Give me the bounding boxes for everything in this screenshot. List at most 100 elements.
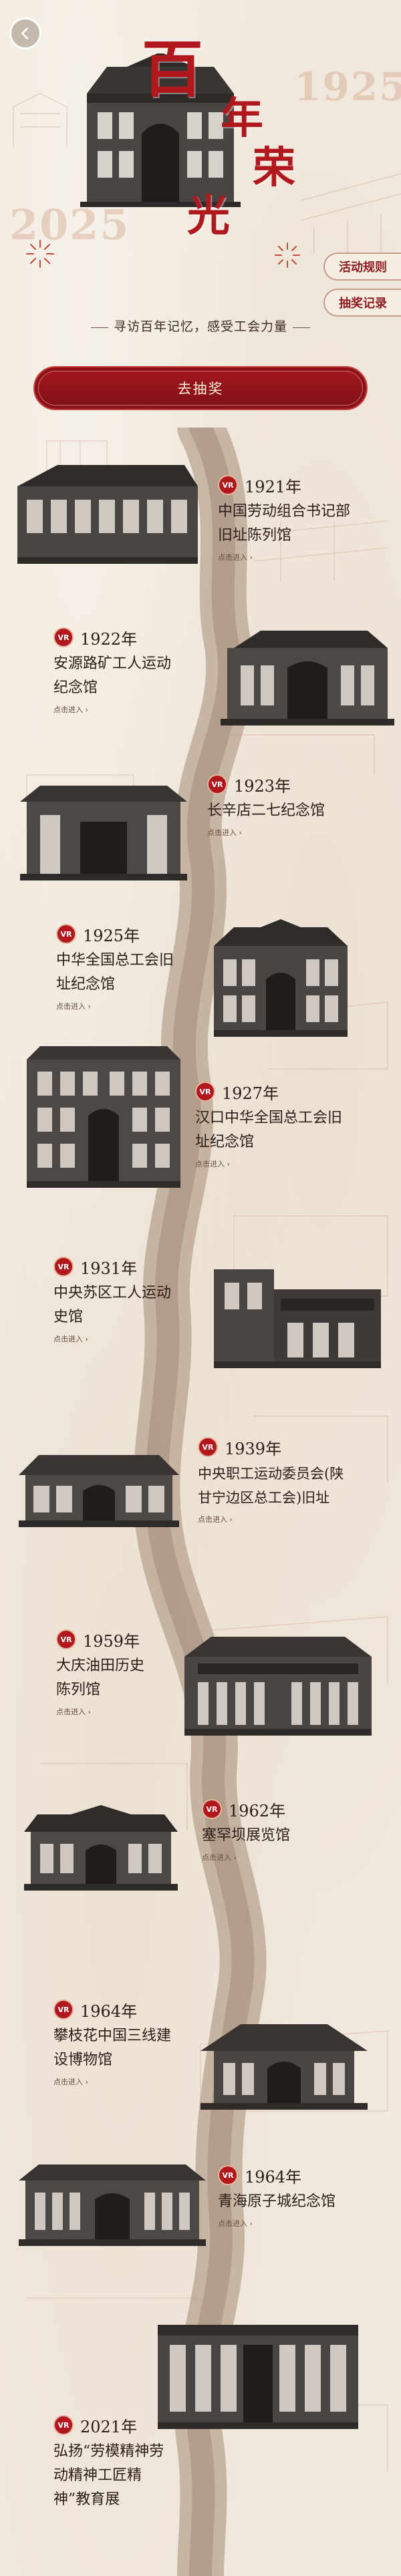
vr-badge[interactable]: VR (53, 1999, 74, 2020)
tagline-dash-right (293, 327, 310, 328)
entry-year: 1921年 (245, 477, 302, 496)
entry-title: 大庆油田历史 陈列馆 (56, 1654, 144, 1702)
entry-title-line: 塞罕坝展览馆 (202, 1827, 291, 1844)
chevron-right-icon: › (227, 1160, 230, 1168)
go-draw-button[interactable]: 去抽奖 (33, 366, 368, 410)
timeline-entry-1964-panzhihua[interactable]: VR 1964年 攀枝花中国三线建 设博物馆 点击进入 › (53, 1997, 171, 2087)
entry-title: 中央职工运动委员会(陕 甘宁边区总工会)旧址 (198, 1462, 344, 1510)
entry-year: 1939年 (225, 1439, 282, 1458)
vr-badge[interactable]: VR (218, 2165, 238, 2185)
entry-title-line: 旧址陈列馆 (218, 527, 292, 544)
tagline-dash-left (90, 327, 108, 328)
timeline-entry-2021[interactable]: VR 2021年 弘扬“劳模精神劳 动精神工匠精 神”教育展 (53, 2413, 164, 2512)
timeline-entry-1931[interactable]: VR 1931年 中央苏区工人运动 史馆 点击进入 › (53, 1255, 171, 1344)
timeline-entry-1922[interactable]: VR 1922年 安源路矿工人运动 纪念馆 点击进入 › (53, 625, 171, 715)
enter-link-label: 点击进入 (53, 1335, 83, 1343)
building-illustration-1939 (19, 1455, 179, 1527)
entry-header: VR 1962年 (202, 1797, 290, 1821)
timeline-entry-1927[interactable]: VR 1927年 汉口中华全国总工会旧 址纪念馆 点击进入 › (195, 1080, 342, 1169)
header-sketch-lines (13, 93, 401, 254)
entry-title-line: 动精神工匠精 (53, 2467, 142, 2484)
hero-title-char-3: 荣 (253, 143, 295, 193)
chevron-right-icon: › (88, 1002, 91, 1011)
enter-link-label: 点击进入 (218, 553, 247, 562)
vr-badge[interactable]: VR (202, 1799, 222, 1819)
entry-title: 安源路矿工人运动 纪念馆 (53, 652, 171, 700)
entry-header: VR 1964年 (218, 2163, 336, 2187)
enter-link[interactable]: 点击进入 › (53, 1333, 88, 1344)
building-illustration-1964-qinghai (19, 2164, 206, 2246)
enter-link[interactable]: 点击进入 › (53, 2076, 88, 2087)
chevron-right-icon: › (85, 1335, 88, 1343)
firework-decoration (26, 240, 54, 268)
enter-link[interactable]: 点击进入 › (56, 1001, 91, 1011)
enter-link[interactable]: 点击进入 › (56, 1706, 91, 1717)
vr-badge[interactable]: VR (207, 774, 227, 794)
timeline-entry-1923[interactable]: VR 1923年 长辛店二七纪念馆 点击进入 › (207, 772, 325, 838)
enter-link[interactable]: 点击进入 › (218, 2218, 253, 2229)
hero-title-char-2: 年 (221, 94, 263, 144)
enter-link[interactable]: 点击进入 › (195, 1158, 230, 1169)
entry-title-line: 安源路矿工人运动 (53, 655, 172, 672)
vr-badge[interactable]: VR (56, 1629, 76, 1649)
enter-link[interactable]: 点击进入 › (198, 1514, 233, 1524)
entry-header: VR 1964年 (53, 1997, 171, 2022)
enter-link[interactable]: 点击进入 › (202, 1852, 237, 1863)
vr-badge[interactable]: VR (53, 1257, 74, 1277)
entry-title-line: 弘扬“劳模精神劳 (53, 2443, 164, 2460)
entry-title-line: 史馆 (53, 1309, 84, 1325)
entry-title-line: 甘宁边区总工会)旧址 (198, 1490, 330, 1506)
entry-title-line: 纪念馆 (53, 679, 98, 696)
hero-title-char-1: 百 (142, 33, 204, 106)
vr-badge[interactable]: VR (56, 924, 76, 944)
entry-title-line: 神”教育展 (53, 2491, 120, 2508)
entry-header: VR 1925年 (56, 922, 174, 946)
vr-badge[interactable]: VR (218, 475, 238, 495)
entry-header: VR 1923年 (207, 772, 325, 796)
enter-link-label: 点击进入 (56, 1002, 86, 1011)
entry-title-line: 址纪念馆 (56, 976, 116, 993)
entry-year: 1925年 (83, 926, 140, 945)
vr-badge[interactable]: VR (53, 2415, 74, 2435)
building-illustration-1962 (24, 1805, 178, 1891)
building-illustration-1931 (214, 1269, 381, 1368)
entry-title-line: 中央职工运动委员会(陕 (198, 1466, 344, 1482)
entry-title: 中国劳动组合书记部 旧址陈列馆 (218, 500, 350, 548)
back-button[interactable] (9, 17, 41, 49)
ghost-year-left: 2025 (9, 200, 130, 249)
building-illustration-1922 (221, 631, 394, 726)
timeline-entry-1962[interactable]: VR 1962年 塞罕坝展览馆 点击进入 › (202, 1797, 290, 1863)
timeline-path (133, 428, 267, 2576)
activity-rules-button[interactable]: 活动规则 (323, 253, 401, 281)
timeline-entry-1939[interactable]: VR 1939年 中央职工运动委员会(陕 甘宁边区总工会)旧址 点击进入 › (198, 1435, 344, 1524)
entry-year: 1927年 (222, 1084, 279, 1103)
enter-link[interactable]: 点击进入 › (207, 827, 242, 838)
building-illustration-1964-panzhihua (200, 2024, 368, 2110)
draw-records-button[interactable]: 抽奖记录 (323, 289, 401, 317)
timeline-entry-1959[interactable]: VR 1959年 大庆油田历史 陈列馆 点击进入 › (56, 1627, 144, 1717)
entry-title: 青海原子城纪念馆 (218, 2190, 336, 2214)
building-illustration-1923 (20, 786, 187, 880)
timeline-entry-1925[interactable]: VR 1925年 中华全国总工会旧 址纪念馆 点击进入 › (56, 922, 174, 1011)
chevron-right-icon: › (233, 1853, 237, 1862)
vr-badge[interactable]: VR (198, 1437, 218, 1457)
chevron-right-icon: › (249, 553, 253, 562)
enter-link-label: 点击进入 (218, 2219, 247, 2228)
timeline-entry-1921[interactable]: VR 1921年 中国劳动组合书记部 旧址陈列馆 点击进入 › (218, 473, 350, 562)
entry-year: 1962年 (229, 1801, 286, 1820)
chevron-right-icon: › (249, 2219, 253, 2228)
vr-badge[interactable]: VR (195, 1082, 215, 1102)
enter-link[interactable]: 点击进入 › (53, 704, 88, 715)
entry-header: VR 1922年 (53, 625, 171, 649)
entry-title: 中华全国总工会旧 址纪念馆 (56, 949, 174, 997)
entry-title-line: 陈列馆 (56, 1681, 101, 1698)
timeline-entry-1964-qinghai[interactable]: VR 1964年 青海原子城纪念馆 点击进入 › (218, 2163, 336, 2229)
entry-year: 1959年 (83, 1631, 140, 1651)
building-illustration-1921 (17, 465, 198, 564)
entry-header: VR 2021年 (53, 2413, 164, 2437)
chevron-right-icon: › (88, 1708, 91, 1716)
vr-badge[interactable]: VR (53, 627, 74, 647)
entry-title: 长辛店二七纪念馆 (207, 799, 325, 823)
enter-link[interactable]: 点击进入 › (218, 552, 253, 562)
entry-title-line: 中央苏区工人运动 (53, 1285, 172, 1301)
